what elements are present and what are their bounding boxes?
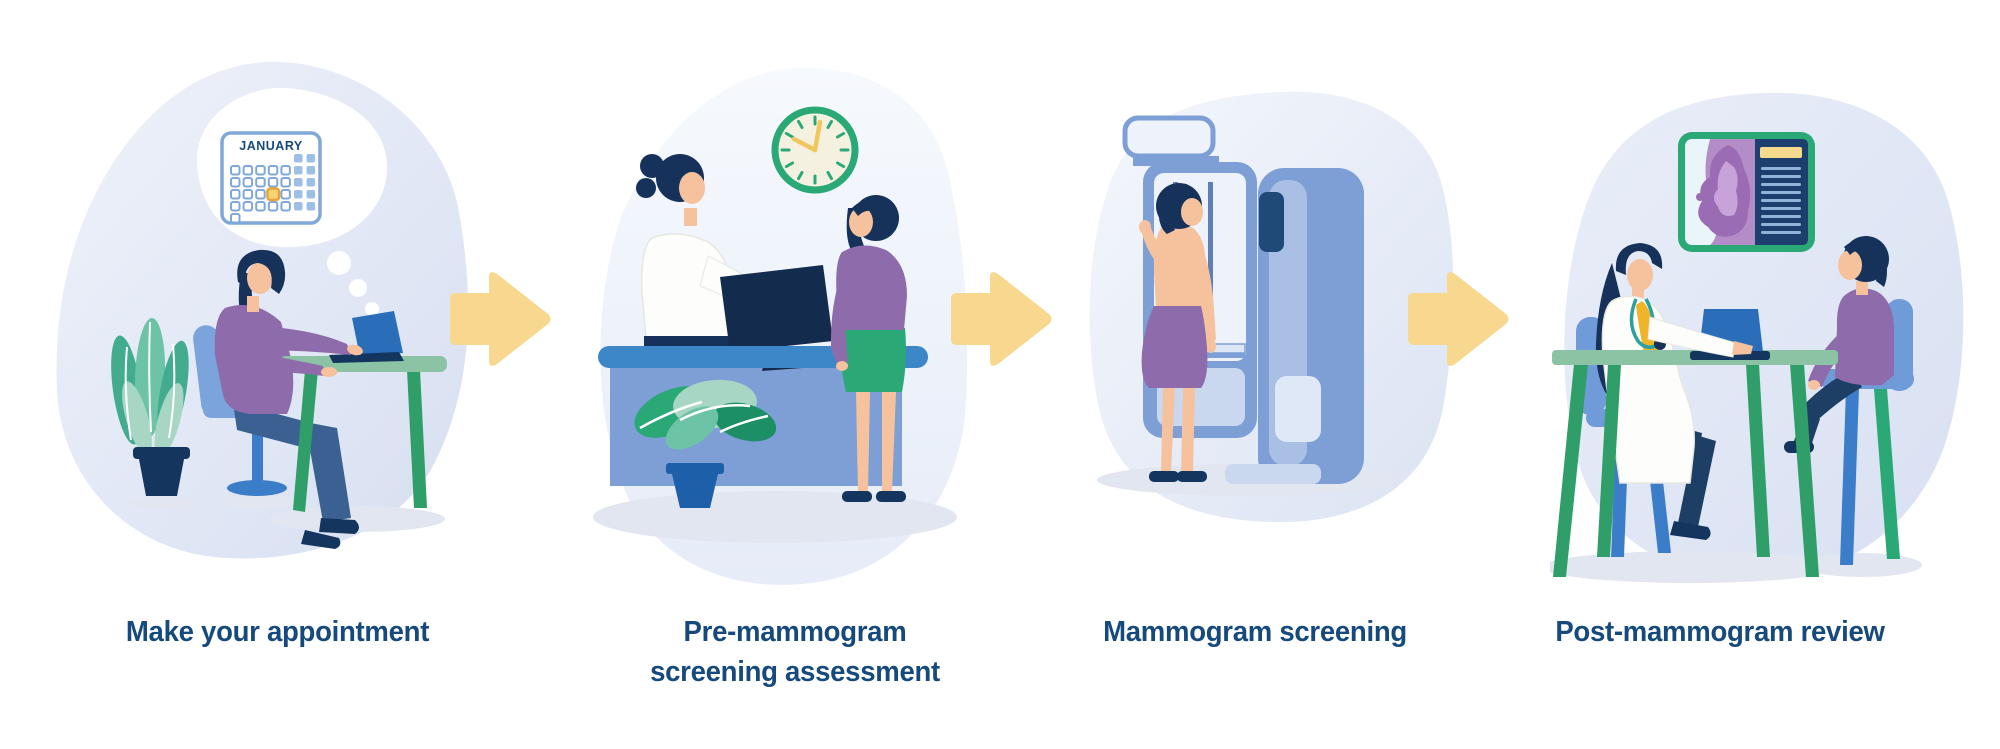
caption-line: Make your appointment <box>125 616 430 648</box>
arrow-right-icon <box>1408 272 1509 366</box>
patient-at-machine <box>1139 183 1216 482</box>
caption-line: Mammogram screening <box>1103 616 1407 648</box>
step-caption-pre-screening: Pre-mammogram screening assessment <box>580 612 1010 692</box>
wall-clock-icon <box>771 106 859 194</box>
step-caption-make-appointment: Make your appointment <box>65 612 490 652</box>
calendar-weekdays <box>230 165 291 224</box>
laptop-icon <box>329 311 404 363</box>
panel-pre-screening <box>593 67 968 585</box>
plant <box>111 318 190 496</box>
caption-line: screening assessment <box>650 656 940 688</box>
calendar-month-label: JANUARY <box>239 139 303 153</box>
calendar-highlighted-day <box>266 187 281 202</box>
clock-hands <box>791 119 823 153</box>
scan-report-lines <box>1761 167 1801 234</box>
arrow-right-icon <box>450 272 551 366</box>
step-caption-screening: Mammogram screening <box>1055 612 1455 652</box>
caption-line: Post-mammogram review <box>1555 616 1885 648</box>
mammogram-scan-display-icon <box>1678 132 1815 252</box>
patient-standing <box>830 195 907 502</box>
step-caption-review: Post-mammogram review <box>1520 612 1920 652</box>
caption-line: Pre-mammogram <box>683 616 907 648</box>
panel-review <box>1550 92 1964 583</box>
panel-screening <box>1089 91 1454 523</box>
floor-shadows <box>129 495 445 532</box>
panel-make-appointment: JANUARY <box>56 61 469 559</box>
typing-arms <box>251 326 363 377</box>
calendar-icon: JANUARY <box>220 131 322 225</box>
calendar-weekend-days <box>294 154 316 211</box>
arrow-right-icon <box>951 272 1052 366</box>
desk-plant <box>634 379 777 508</box>
doctor-arm <box>1647 316 1753 358</box>
